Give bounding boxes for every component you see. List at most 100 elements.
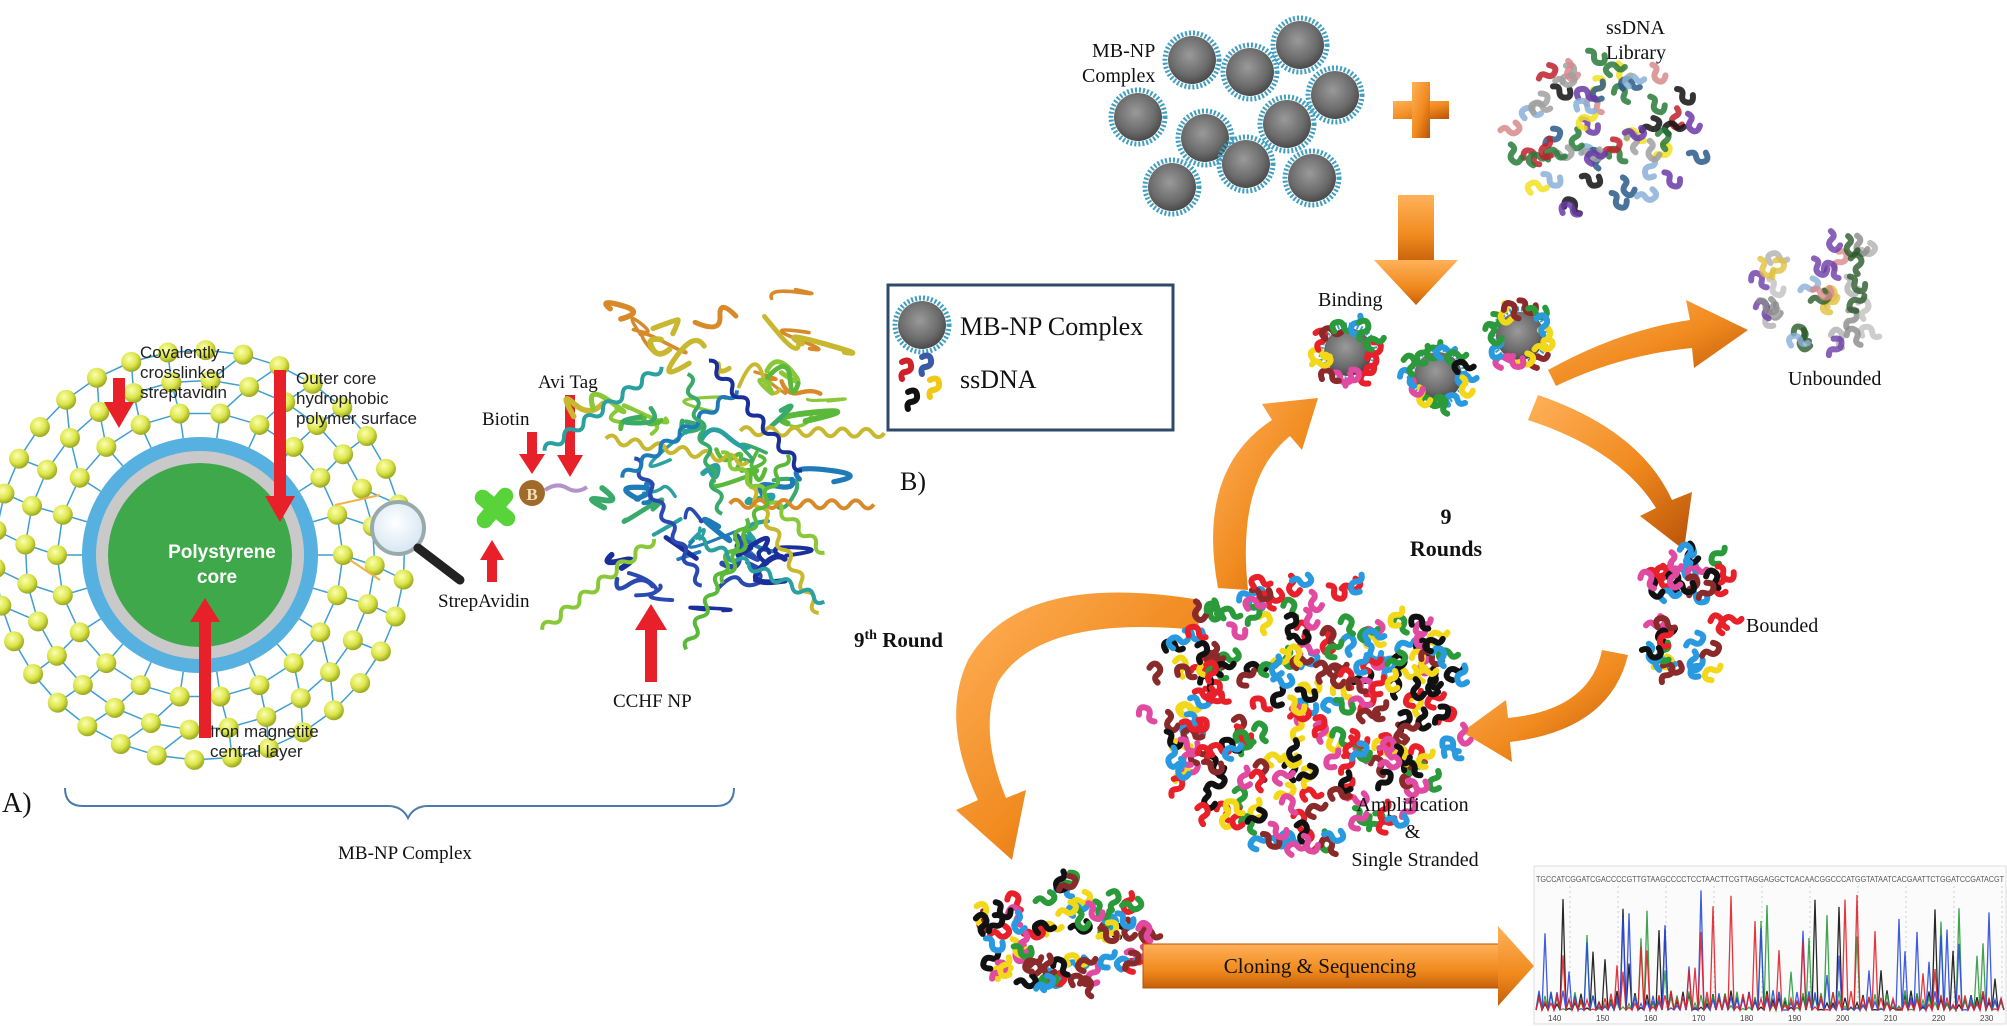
chromatogram-tick: 230 (1980, 1014, 1994, 1023)
streptavidin-bead (4, 631, 25, 652)
polystyrene-core (108, 463, 292, 647)
streptavidin-bead (157, 342, 178, 363)
streptavidin-bead (46, 645, 67, 666)
binding-label: Binding (1318, 289, 1382, 311)
streptavidin-bead (342, 630, 363, 651)
streptavidin-bead (233, 344, 254, 365)
streptavidin-bead (96, 653, 117, 674)
biotin-arrow (519, 432, 545, 474)
streptavidin-bead (283, 436, 304, 457)
avi-tag-label: Avi Tag (538, 372, 598, 393)
streptavidin-bead (17, 573, 38, 594)
streptavidin-bead (96, 436, 117, 457)
streptavidin-arrow (104, 378, 134, 428)
streptavidin-bead (333, 545, 353, 565)
cchf-label: CCHF NP (613, 691, 692, 712)
chromatogram-tick: 210 (1884, 1014, 1898, 1023)
streptavidin-bead (130, 414, 151, 435)
amplification-arrow (1462, 650, 1628, 762)
strepavidin-arrow (480, 540, 504, 582)
brace-label: MB-NP Complex (338, 843, 472, 864)
streptavidin-bead (140, 712, 161, 733)
streptavidin-bead (327, 585, 348, 606)
streptavidin-bead (0, 483, 15, 504)
streptavidin-bead (86, 367, 107, 388)
mbnp-cluster-label: MB-NP Complex (1082, 40, 1160, 87)
streptavidin-bead (52, 585, 73, 606)
streptavidin-bead (249, 675, 270, 696)
streptavidin-bead (15, 534, 36, 555)
streptavidin-bead (310, 622, 331, 643)
panel-b: MB-NP Complex ssDNA Library MB-NP Comple… (854, 17, 2007, 1025)
panel-b-label: B) (900, 467, 926, 496)
strepavidin-label: StrepAvidin (438, 591, 530, 612)
streptavidin-bead (110, 734, 131, 755)
streptavidin-bead (29, 416, 50, 437)
streptavidin-bead (195, 340, 216, 361)
legend: MB-NP Complex ssDNA (886, 283, 1175, 432)
streptavidin-bead (290, 688, 311, 709)
streptavidin-bead (350, 673, 371, 694)
ssdna-library-cluster (1500, 50, 1707, 215)
chromatogram-tick: 220 (1932, 1014, 1946, 1023)
nanoparticle-lattice (0, 340, 415, 770)
streptavidin-bead (351, 478, 372, 499)
chromatogram: TGCCATCGGATCGACCCCGTTGTAAGCCCCTCCTAACTTC… (1533, 865, 2007, 1025)
streptavidin-bead (72, 675, 93, 696)
streptavidin-bead (307, 414, 328, 435)
streptavidin-bead (332, 397, 353, 418)
chromatogram-tick: 180 (1740, 1014, 1754, 1023)
sequence-text: TGCCATCGGATCGACCCCGTTGTAAGCCCCTCCTAACTTC… (1536, 875, 2004, 884)
streptavidin-bead (323, 700, 344, 721)
streptavidin-bead (222, 747, 243, 768)
streptavidin-bead (59, 427, 80, 448)
chromatogram-tick: 200 (1836, 1014, 1850, 1023)
streptavidin-bead (123, 383, 144, 404)
bounded-cluster (1639, 543, 1742, 683)
biotin-label: Biotin (482, 409, 530, 430)
biotin-badge-letter: B (526, 485, 537, 504)
streptavidin-bead (200, 370, 221, 391)
streptavidin-bead (310, 467, 331, 488)
binding-complexes (1310, 300, 1554, 414)
legend-ssdna-label: ssDNA (960, 365, 1037, 394)
streptavidin-bead (52, 504, 73, 525)
chromatogram-tick: 170 (1692, 1014, 1706, 1023)
streptavidin-bead (121, 351, 142, 372)
unbounded-cluster (1750, 231, 1880, 358)
unbound-arrow (1548, 300, 1748, 386)
cycle-arrows (956, 300, 1748, 860)
streptavidin-label: Covalently crosslinked streptavidin (140, 343, 230, 402)
streptavidin-bead (393, 569, 414, 590)
binding-down-arrow (1374, 195, 1458, 305)
magnifier-icon (334, 494, 465, 585)
streptavidin-bead (22, 495, 43, 516)
outer-core-label: Outer core hydrophobic polymer surface (296, 369, 417, 428)
streptavidin-bead (356, 426, 377, 447)
streptavidin-bead (89, 401, 110, 422)
chromatogram-tick: 150 (1596, 1014, 1610, 1023)
chromatogram-tick: 160 (1644, 1014, 1658, 1023)
plus-icon (1393, 82, 1449, 138)
library-label: ssDNA Library (1606, 17, 1669, 64)
streptavidin-bead (69, 622, 90, 643)
chromatogram-tick: 190 (1788, 1014, 1802, 1023)
ninth-round-cluster (975, 871, 1161, 997)
streptavidin-bead (146, 745, 167, 766)
cloning-arrow (1142, 926, 1534, 1006)
unbounded-label: Unbounded (1788, 368, 1881, 390)
rounds-number: 9 (1441, 504, 1452, 529)
streptavidin-bead (293, 722, 314, 743)
streptavidin-bead (47, 545, 67, 565)
streptavidin-bead (327, 504, 348, 525)
streptavidin-bead (169, 403, 190, 424)
cchf-protein-structure (540, 287, 886, 651)
streptavidin-bead (370, 641, 391, 662)
ninth-round-arrow (956, 592, 1200, 860)
streptavidin-bead (104, 697, 125, 718)
streptavidin-bead (375, 458, 396, 479)
streptavidin-bead (333, 444, 354, 465)
streptavidin-bead (179, 719, 200, 740)
amplification-label: Amplification & Single Stranded (1351, 794, 1478, 871)
